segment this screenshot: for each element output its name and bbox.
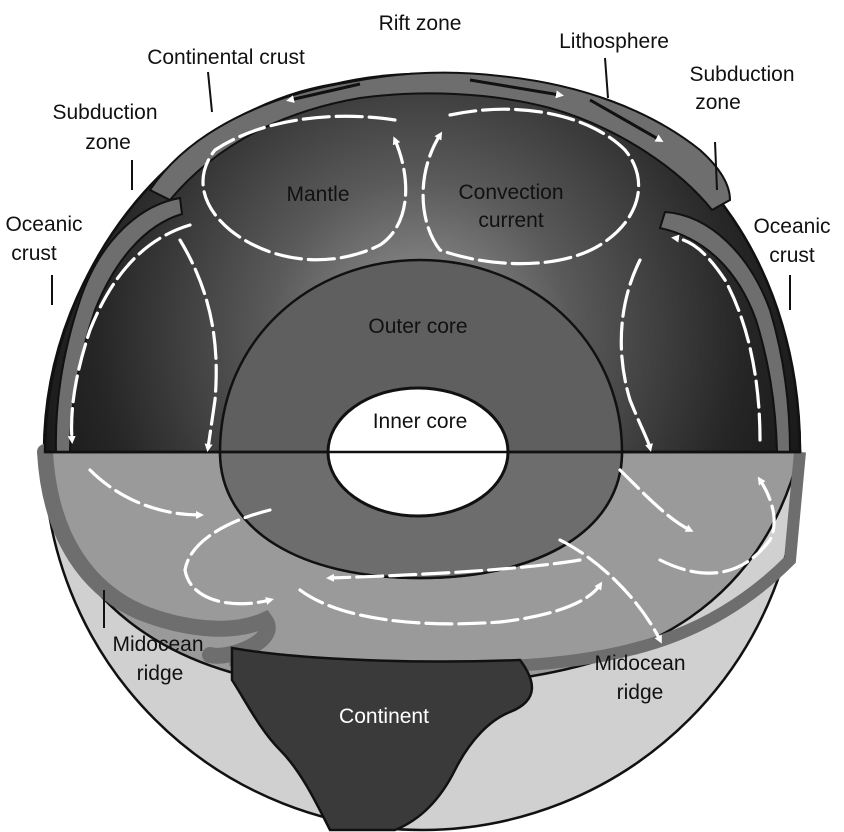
label-oceanic-right-2: crust: [769, 244, 815, 267]
label-subduction-right-2: zone: [695, 91, 741, 114]
label-midocean-left-1: Midocean: [112, 633, 203, 656]
label-subduction-right-1: Subduction: [689, 63, 794, 86]
label-midocean-right-2: ridge: [617, 681, 664, 704]
label-mantle: Mantle: [286, 183, 349, 206]
label-inner-core: Inner core: [373, 410, 468, 433]
label-continental-crust: Continental crust: [147, 46, 305, 69]
label-subduction-left-2: zone: [85, 131, 131, 154]
label-oceanic-right-1: Oceanic: [753, 215, 830, 238]
label-midocean-right-1: Midocean: [594, 652, 685, 675]
label-outer-core: Outer core: [368, 315, 467, 338]
label-rift-zone: Rift zone: [379, 12, 462, 35]
label-oceanic-left-2: crust: [11, 242, 57, 265]
label-lithosphere: Lithosphere: [559, 30, 669, 53]
label-subduction-left-1: Subduction: [52, 101, 157, 124]
label-midocean-left-2: ridge: [137, 662, 184, 685]
leader-lithosphere: [605, 58, 608, 98]
leader-continental-crust: [208, 72, 212, 112]
label-continent: Continent: [339, 705, 429, 728]
label-oceanic-left-1: Oceanic: [5, 213, 82, 236]
label-convection-1: Convection: [458, 181, 563, 204]
label-convection-2: current: [478, 209, 544, 232]
